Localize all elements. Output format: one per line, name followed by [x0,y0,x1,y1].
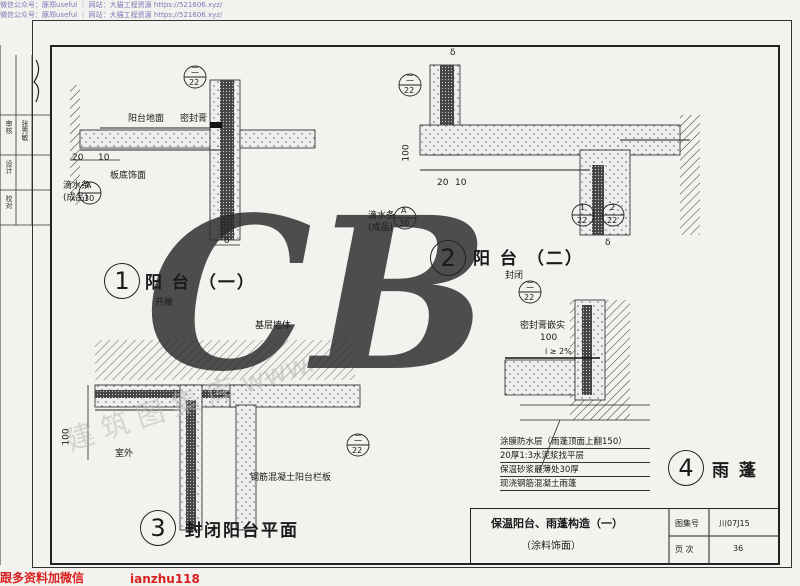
d3-label-3: 100 [61,428,72,446]
outer-frame [32,20,792,568]
d3-label-2: 钢筋混凝土阳台栏板 [250,473,332,483]
sidebar-label-0: 审核 [5,120,13,134]
d4-label-0: 密封膏嵌实 [520,321,566,331]
d2-label-1: (成品) [368,223,394,233]
footer-note: 微信公众号：豚郑useful ｜ 网站：大猫工程资源 https://52160… [0,11,223,19]
signature-sidebar: 审核 张秀敏 设计 校对 [0,45,50,565]
d4-material-1: 20厚1:3水泥浆找平层 [500,449,650,463]
drawing-frame [50,45,780,565]
d1-ref-drip-a: A [86,181,92,190]
d4-title: 雨 蓬 [712,461,758,481]
d1-label-4: (成品) [63,193,89,203]
detail-1-section [70,79,316,246]
d2-ref-r1-a: 1 [580,203,586,212]
d1-label-1: 密封膏 [180,114,208,124]
sidebar-label-2: 设计 [5,160,13,174]
d1-label-0: 阳台地面 [128,114,165,124]
sidebar-label-3: 校对 [5,195,13,209]
d3-label-0: 基层墙体 [255,321,292,331]
d1-label-2: 板底饰面 [110,171,147,181]
d4-material-0: 涂膜防水层（雨蓬顶面上翻150） [500,435,650,449]
d1-ref-top-b: 22 [189,78,200,87]
d1-title: 阳 台 （一） [145,273,256,293]
d1-subtitle: 开敞 [155,298,174,308]
cb-watermark: CB [145,171,490,418]
d2-label-0: 滴水条 [368,211,396,221]
sidebar-label-1: 张秀敏 [21,120,29,141]
d2-number: 2 [430,240,466,276]
d4-material-2: 保温砂浆最薄处30厚 [500,463,650,477]
detail-3-plan [87,340,361,531]
sidebar-lines [0,45,50,565]
detail-4-section [504,299,650,471]
d4-material-list: 涂膜防水层（雨蓬顶面上翻150） 20厚1:3水泥浆找平层 保温砂浆最薄处30厚… [500,435,650,491]
d1-dim: δ [224,236,230,246]
d4-ref-b: 22 [524,293,535,302]
d1-label-5: 20 [72,153,84,163]
d2-label-4: 100 [401,144,412,162]
bottom-ad-id: ianzhu118 [130,572,200,586]
d1-ref-top-a: 二 [191,66,199,75]
d3-label-1: 室外 [115,449,134,459]
title-block-title: 保温阳台、雨蓬构造（一） [491,517,623,530]
d4-ref-a: 二 [526,281,534,290]
d2-ref-drip-a: A [401,206,407,215]
d3-ref-b: 22 [352,446,363,455]
d2-ref-r2-b: 22 [607,216,618,225]
header-note: 微信公众号：豚郑useful ｜ 网站：大猫工程资源 https://52160… [0,1,223,9]
title-block-lines [668,509,779,563]
d3-title: 封闭阳台平面 [185,521,299,541]
title-block-subtitle: （涂料饰面） [521,541,581,552]
d2-ref-drip-b: 30 [399,219,410,228]
bottom-ad: 跟多资料加微信 [0,571,85,585]
page-label: 页 次 [675,545,694,554]
d2-subtitle: 封闭 [505,271,524,281]
d4-label-1: 100 [540,333,558,343]
d2-label-3: 10 [455,178,467,188]
d4-label-2: i ≥ 2% [545,347,572,356]
signature-mark [33,59,40,103]
atlas-value: 川07J15 [719,519,750,528]
d2-label-6: δ [605,238,611,248]
detail-2-section [419,64,700,236]
d1-label-6: 10 [98,153,110,163]
d2-ref-left-a: 二 [406,74,414,83]
d3-ref-a: 二 [354,434,362,443]
d4-material-3: 现浇钢筋混凝土雨蓬 [500,477,650,491]
atlas-label: 图集号 [675,519,699,528]
d1-label-3: 滴水条 [63,181,91,191]
page-value: 36 [733,544,744,553]
d3-number: 3 [140,510,176,546]
d4-number: 4 [668,450,704,486]
d1-number: 1 [104,263,140,299]
d2-ref-r2-a: 2 [610,203,616,212]
d2-label-5: δ [450,48,456,58]
d2-title: 阳 台 （二） [473,249,584,269]
reference-bubbles [78,65,625,457]
d2-label-2: 20 [437,178,449,188]
d2-ref-r1-b: 22 [577,216,588,225]
d2-ref-left-b: 22 [404,86,415,95]
title-block: 保温阳台、雨蓬构造（一） （涂料饰面） 图集号 川07J15 页 次 36 [470,508,779,563]
d1-ref-drip-b: 30 [84,194,95,203]
